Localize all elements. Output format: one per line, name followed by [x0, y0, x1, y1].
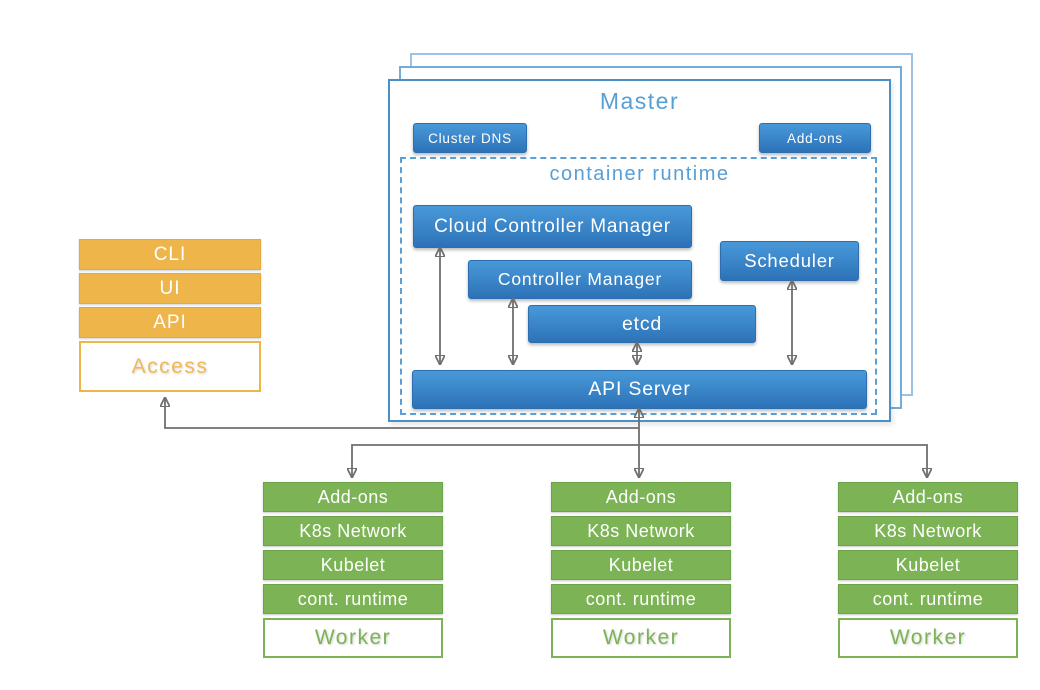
worker-row-cont-runtime: cont. runtime: [838, 584, 1018, 614]
worker-row-kubelet: Kubelet: [551, 550, 731, 580]
worker-label: Worker: [263, 618, 443, 658]
worker-row-k8s-network: K8s Network: [551, 516, 731, 546]
cloud-controller-manager-box: Cloud Controller Manager: [413, 205, 692, 248]
cluster-dns-box: Cluster DNS: [413, 123, 527, 153]
worker-node-1: Add-ons K8s Network Kubelet cont. runtim…: [263, 482, 443, 658]
worker-row-addons: Add-ons: [838, 482, 1018, 512]
scheduler-box: Scheduler: [720, 241, 859, 281]
worker-row-k8s-network: K8s Network: [838, 516, 1018, 546]
access-row-ui: UI: [79, 273, 261, 304]
worker-row-kubelet: Kubelet: [838, 550, 1018, 580]
worker-row-cont-runtime: cont. runtime: [263, 584, 443, 614]
worker-row-addons: Add-ons: [263, 482, 443, 512]
worker-row-cont-runtime: cont. runtime: [551, 584, 731, 614]
etcd-box: etcd: [528, 305, 756, 343]
container-runtime-title: container runtime: [549, 163, 730, 185]
worker-row-k8s-network: K8s Network: [263, 516, 443, 546]
master-node: Master Cluster DNS Add-ons container run…: [388, 79, 891, 422]
access-row-cli: CLI: [79, 239, 261, 270]
worker-row-addons: Add-ons: [551, 482, 731, 512]
arrow-apiserver-workers-1-3: [352, 444, 927, 477]
controller-manager-box: Controller Manager: [468, 260, 692, 299]
worker-label: Worker: [838, 618, 1018, 658]
worker-node-2: Add-ons K8s Network Kubelet cont. runtim…: [551, 482, 731, 658]
master-addons-box: Add-ons: [759, 123, 871, 153]
worker-node-3: Add-ons K8s Network Kubelet cont. runtim…: [838, 482, 1018, 658]
worker-label: Worker: [551, 618, 731, 658]
access-stack: CLI UI API Access: [79, 239, 261, 392]
worker-row-kubelet: Kubelet: [263, 550, 443, 580]
access-row-api: API: [79, 307, 261, 338]
access-label: Access: [79, 341, 261, 392]
api-server-box: API Server: [412, 370, 867, 409]
master-title: Master: [599, 88, 680, 114]
